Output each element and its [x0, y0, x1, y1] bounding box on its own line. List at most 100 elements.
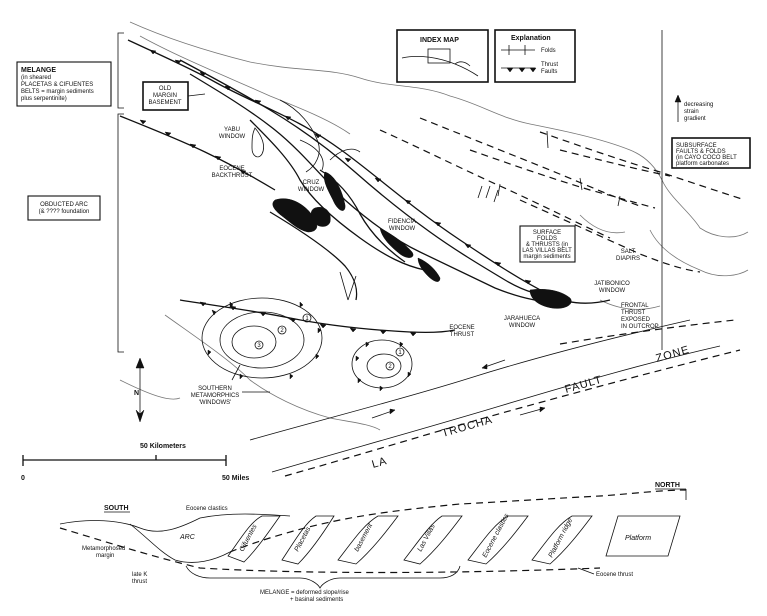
- strain-label-1: decreasing: [684, 102, 713, 108]
- surface-line-4: LAS VILLAS BELT: [522, 248, 572, 254]
- section-melange-2: + basinal sediments: [290, 597, 343, 603]
- map-labels: YABU WINDOW EOCENE BACKTHRUST CRUZ WINDO…: [191, 127, 659, 406]
- old-margin-line-1: OLD: [159, 86, 172, 92]
- southern-label-1: SOUTHERN: [198, 386, 232, 392]
- slice-platform: Platform: [625, 535, 651, 542]
- dome-b-number-2: 2: [388, 364, 392, 370]
- jarahueca-label-2: WINDOW: [509, 323, 536, 329]
- section-arc: ARC: [179, 534, 196, 541]
- section-latek-1: late K: [132, 572, 147, 578]
- la-trocha-fault-zone: LA TROCHA FAULT ZONE: [249, 319, 741, 477]
- subsurface-line-1: SUBSURFACE: [676, 143, 717, 149]
- backthrust-label-2: BACKTHRUST: [212, 173, 253, 179]
- frontal-label-3: EXPOSED: [621, 317, 651, 323]
- cruz-label-1: CRUZ: [303, 180, 320, 186]
- melange-line-1: (in sheared: [21, 75, 51, 81]
- subsurface-box: SUBSURFACE FAULTS & FOLDS (in CAYO COCO …: [671, 137, 751, 169]
- section-south: SOUTH: [104, 505, 129, 512]
- eocene-thrust-label-1: EOCENE: [449, 325, 474, 331]
- explanation-legend: Explanation Folds Thrust Faults: [494, 29, 576, 83]
- melange-line-2: PLACETAS & CIFUENTES: [21, 82, 93, 88]
- subsurface-line-3: (in CAYO COCO BELT: [676, 155, 737, 161]
- melange-line-4: plus serpentinite): [21, 96, 67, 102]
- frontal-label-2: THRUST: [621, 310, 646, 316]
- fidencia-label-1: FIDENCIA: [388, 219, 416, 225]
- dome-b-number-1: 1: [398, 350, 402, 356]
- slice-las-villas: Las Villas: [417, 523, 437, 553]
- coastlines: [119, 21, 749, 431]
- outcrop-bodies: [272, 171, 572, 309]
- explanation-title: Explanation: [511, 35, 551, 42]
- cross-section: SOUTH NORTH Eocene clastics ARC Metamorp…: [59, 482, 687, 603]
- surface-folds-box: SURFACE FOLDS & THRUSTS (in LAS VILLAS B…: [519, 225, 576, 263]
- dome-number-3: 3: [257, 343, 261, 349]
- section-latek-2: thrust: [132, 579, 147, 585]
- fault-label-fault: FAULT: [564, 374, 604, 396]
- subsurface-line-2: FAULTS & FOLDS: [676, 149, 726, 155]
- section-metamorphosed-1: Metamorphosed: [82, 546, 125, 552]
- thrust-legend-label-2: Faults: [541, 69, 557, 75]
- backthrust-label-1: EOCENE: [219, 166, 244, 172]
- thrust-belts: [119, 39, 611, 334]
- melange-box: MELANGE (in sheared PLACETAS & CIFUENTES…: [16, 61, 112, 107]
- surface-line-5: margin sediments: [523, 254, 570, 260]
- frontal-label-1: FRONTAL: [621, 303, 649, 309]
- fault-label-zone: ZONE: [655, 344, 692, 365]
- metamorphic-domes: 1 2 3 1 2: [201, 297, 413, 392]
- frontal-label-4: IN OUTCROP: [621, 324, 659, 330]
- subsurface-lines: [379, 117, 746, 273]
- slice-platform-ridge: Platform ridge: [548, 517, 575, 559]
- section-melange-1: MELANGE = deformed slope/rise: [260, 590, 350, 596]
- eocene-thrust-fault: [179, 299, 456, 334]
- section-eocene-thrust: Eocene thrust: [596, 572, 633, 578]
- folds-legend-label: Folds: [541, 48, 556, 54]
- old-margin-line-3: BASEMENT: [148, 100, 181, 106]
- obducted-arc-line-2: (& ???? foundation: [39, 209, 90, 215]
- eocene-thrust-label-2: THRUST: [450, 332, 475, 338]
- surface-line-2: FOLDS: [537, 236, 557, 242]
- jatibonico-label-1: JATIBONICO: [594, 281, 630, 287]
- scale-miles-label: 50 Miles: [222, 475, 249, 482]
- jatibonico-label-2: WINDOW: [599, 288, 626, 294]
- section-metamorphosed-2: margin: [96, 553, 114, 559]
- yabu-label-1: YABU: [224, 127, 240, 133]
- fault-label-trocha: TROCHA: [441, 414, 495, 440]
- left-brackets: [117, 32, 124, 353]
- subsurface-line-4: platform carbonates: [676, 161, 729, 167]
- salt-label-2: DIAPIRS: [616, 256, 640, 262]
- cruz-label-2: WINDOW: [298, 187, 325, 193]
- fault-label-la: LA: [371, 455, 389, 471]
- melange-title: MELANGE: [21, 67, 56, 74]
- strain-label-3: gradient: [684, 116, 706, 122]
- thrust-teeth: [139, 49, 532, 337]
- slice-placetas: Placetas: [294, 526, 313, 553]
- index-map-title: INDEX MAP: [420, 37, 459, 44]
- dome-number-1: 1: [305, 316, 309, 322]
- north-letter: N: [134, 390, 139, 397]
- section-north: NORTH: [655, 482, 680, 489]
- melange-line-3: BELTS = margin sediments: [21, 89, 94, 95]
- strain-label-2: strain: [684, 109, 699, 115]
- jarahueca-label-1: JARAHUECA: [504, 316, 540, 322]
- scale-km-label: 50 Kilometers: [140, 443, 186, 450]
- section-eocene-clastics: Eocene clastics: [186, 506, 228, 512]
- surface-line-1: SURFACE: [533, 230, 561, 236]
- surface-line-3: & THRUSTS (in: [526, 242, 568, 248]
- yabu-label-2: WINDOW: [219, 134, 246, 140]
- southern-label-3: 'WINDOWS': [199, 400, 232, 406]
- slice-eocene-clastics: Eocene clastics: [482, 512, 511, 559]
- obducted-arc-line-1: OBDUCTED ARC: [40, 202, 88, 208]
- scale-bar: 50 Kilometers 0 50 Miles: [21, 443, 249, 482]
- north-arrow: N: [134, 357, 145, 423]
- scale-zero-label: 0: [21, 475, 25, 482]
- strain-gradient: decreasing strain gradient: [661, 30, 713, 350]
- thrust-legend-label-1: Thrust: [541, 62, 558, 68]
- southern-label-2: METAMORPHICS: [191, 393, 240, 399]
- obducted-arc-box: OBDUCTED ARC (& ???? foundation: [27, 195, 101, 221]
- index-map: INDEX MAP: [396, 29, 489, 83]
- salt-label-1: SALT: [621, 249, 636, 255]
- old-margin-box: OLD MARGIN BASEMENT: [142, 81, 206, 111]
- fidencia-label-2: WINDOW: [389, 226, 416, 232]
- dome-number-2: 2: [280, 328, 284, 334]
